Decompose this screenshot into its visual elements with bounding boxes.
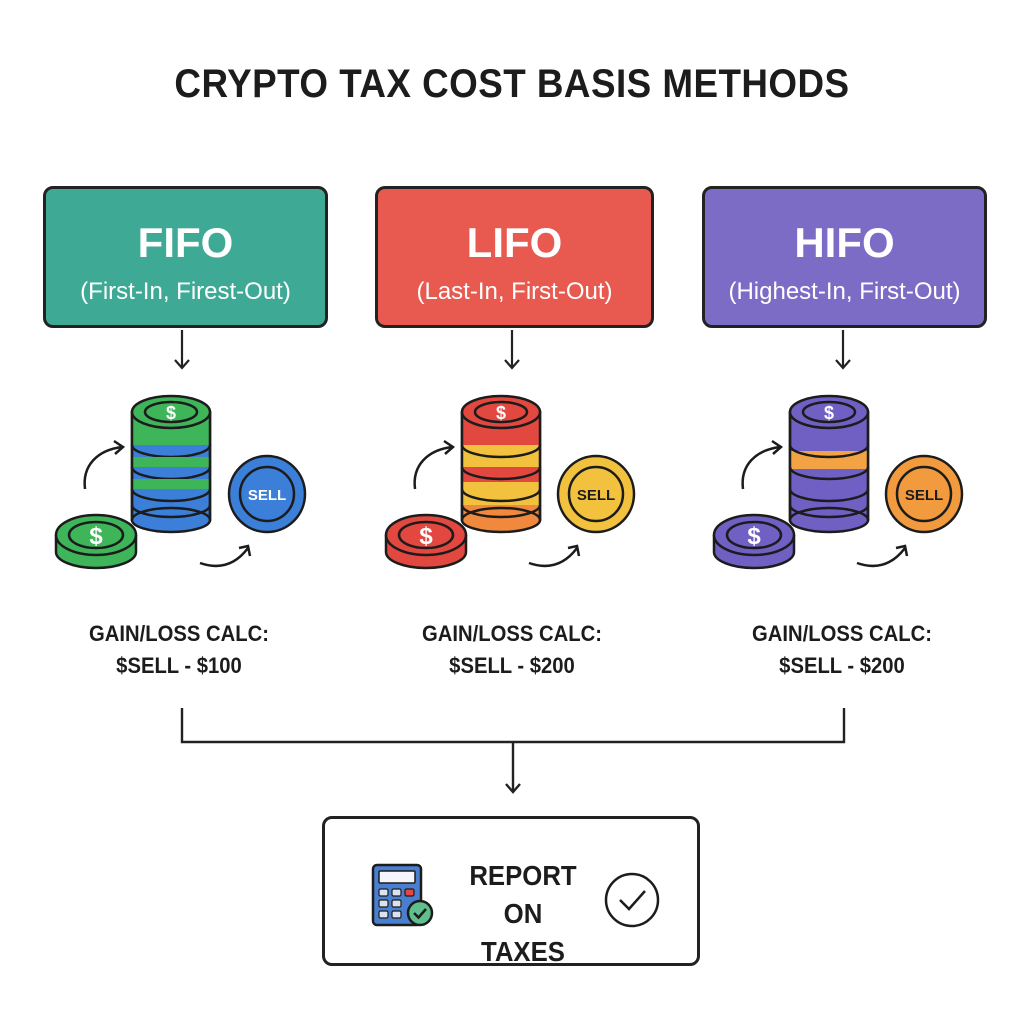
calc-formula: $SELL - $200 (449, 653, 575, 678)
report-on-taxes-box: REPORT ON TAXES (322, 816, 700, 967)
method-abbr: HIFO (794, 219, 895, 266)
gain-loss-calc-lifo: GAIN/LOSS CALC: $SELL - $200 (392, 618, 631, 682)
sell-coin-label: SELL (248, 487, 286, 504)
report-line-1: REPORT (469, 860, 577, 891)
dollar-icon: $ (747, 523, 761, 550)
dollar-icon: $ (166, 403, 176, 423)
hifo-coin-illustration: $ $ SELL (712, 394, 964, 570)
method-box-hifo: HIFO (Highest-In, First-Out) (702, 186, 987, 328)
method-box-fifo: FIFO (First-In, Firest-Out) (43, 186, 328, 328)
merge-connector (180, 708, 846, 794)
calc-label: GAIN/LOSS CALC: (89, 621, 269, 646)
calc-label: GAIN/LOSS CALC: (422, 621, 602, 646)
calc-formula: $SELL - $200 (779, 653, 905, 678)
dollar-icon: $ (419, 523, 433, 550)
report-line-2: ON TAXES (481, 898, 565, 967)
dollar-icon: $ (496, 403, 506, 423)
gain-loss-calc-fifo: GAIN/LOSS CALC: $SELL - $100 (59, 618, 298, 682)
down-arrows (174, 330, 851, 370)
dollar-icon: $ (89, 523, 103, 550)
lifo-coin-illustration: $ $ SELL (384, 394, 636, 570)
method-full-name: (Last-In, First-Out) (416, 278, 613, 305)
method-box-lifo: LIFO (Last-In, First-Out) (375, 186, 654, 328)
calc-formula: $SELL - $100 (116, 653, 242, 678)
method-full-name: (First-In, Firest-Out) (80, 278, 291, 305)
fifo-coin-illustration: $ $ SELL (54, 394, 307, 570)
calc-label: GAIN/LOSS CALC: (752, 621, 932, 646)
method-full-name: (Highest-In, First-Out) (728, 278, 961, 305)
sell-coin-label: SELL (905, 487, 943, 504)
page-title: CRYPTO TAX COST BASIS METHODS (174, 62, 850, 106)
checkmark-circle-icon (604, 872, 660, 928)
method-abbr: FIFO (137, 219, 234, 266)
dollar-icon: $ (824, 403, 834, 423)
method-abbr: LIFO (466, 219, 563, 266)
gain-loss-calc-hifo: GAIN/LOSS CALC: $SELL - $200 (722, 618, 961, 682)
calculator-icon (371, 863, 434, 927)
report-label: REPORT ON TAXES (459, 857, 588, 971)
sell-coin-label: SELL (577, 487, 615, 504)
